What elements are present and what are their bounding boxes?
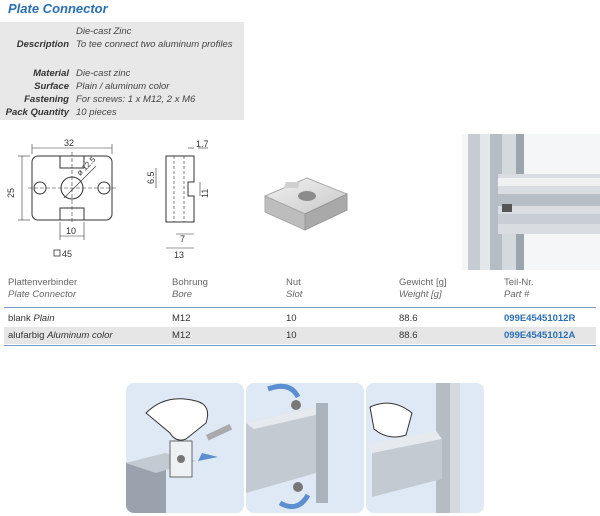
spec-label: Fastening	[24, 94, 69, 105]
table-divider	[4, 307, 596, 308]
profile-assembly-image	[462, 134, 600, 270]
dim-square: 45	[62, 249, 72, 259]
dim-inner: 10	[66, 226, 76, 236]
spec-value: Die-cast Zinc	[76, 26, 132, 37]
dim-side-c: 7	[180, 234, 185, 244]
col-header-weight: Gewicht [g] Weight [g]	[399, 277, 447, 301]
header-de: Teil-Nr.	[504, 277, 534, 288]
insert-illustration	[126, 383, 244, 513]
spec-label: Description	[16, 39, 69, 50]
row-part-number[interactable]: 099E45451012A	[504, 330, 576, 341]
dim-side-d: 13	[174, 250, 184, 260]
row-weight: 88.6	[399, 313, 418, 324]
spec-label: Surface	[34, 81, 69, 92]
dim-diameter: ø 12.5	[75, 155, 98, 178]
row-type-en: Plain	[33, 313, 55, 324]
header-de: Plattenverbinder	[8, 277, 78, 288]
spec-value: 10 pieces	[76, 107, 117, 118]
table-row: blank Plain M12 10 88.6 099E45451012R	[4, 310, 596, 327]
col-header-bore: Bohrung Bore	[172, 277, 208, 301]
header-en: Bore	[172, 289, 193, 300]
header-en: Weight [g]	[399, 289, 442, 300]
dim-height: 25	[6, 188, 16, 198]
spec-value: Die-cast zinc	[76, 68, 131, 79]
dim-side-b: 11	[200, 189, 210, 198]
instruction-step-finish	[366, 383, 484, 513]
col-header-type: Plattenverbinder Plate Connector	[8, 277, 77, 301]
row-bore: M12	[172, 330, 191, 341]
connector-product-image	[263, 177, 349, 231]
header-de: Bohrung	[172, 277, 208, 288]
header-de: Gewicht [g]	[399, 277, 447, 288]
dim-width: 32	[64, 138, 74, 148]
row-slot: 10	[286, 313, 297, 324]
row-type-de: blank	[8, 313, 31, 324]
row-type: alufarbig Aluminum color	[8, 330, 113, 341]
dim-side-a: 6.5	[146, 171, 156, 184]
header-en: Part #	[504, 289, 530, 300]
header-en: Plate Connector	[8, 289, 77, 300]
spec-value: For screws: 1 x M12, 2 x M6	[76, 94, 196, 105]
spec-value: Plain / aluminum color	[76, 81, 170, 92]
row-type: blank Plain	[8, 313, 54, 324]
header-de: Nut	[286, 277, 301, 288]
spec-label: Pack Quantity	[5, 107, 69, 118]
dim-thickness-top: 1.7	[196, 139, 209, 149]
page-title: Plate Connector	[8, 1, 108, 16]
row-type-de: alufarbig	[8, 330, 45, 341]
instruction-step-rotate	[246, 383, 364, 513]
table-divider	[4, 345, 596, 346]
row-type-en: Aluminum color	[47, 330, 113, 341]
finish-illustration	[366, 383, 484, 513]
spec-panel: Die-cast Zinc Description To tee connect…	[0, 22, 244, 120]
side-view-drawing: 1.7 6.5 11 7 13	[146, 139, 210, 260]
row-slot: 10	[286, 330, 297, 341]
header-en: Slot	[286, 289, 303, 300]
table-row: alufarbig Aluminum color M12 10 88.6 099…	[4, 327, 596, 344]
row-part-number[interactable]: 099E45451012R	[504, 313, 576, 324]
spec-label: Material	[33, 68, 69, 79]
row-weight: 88.6	[399, 330, 418, 341]
front-view-drawing: 32 25 ø 12.5 10 45	[6, 138, 116, 259]
spec-value: To tee connect two aluminum profiles	[76, 39, 233, 50]
rotate-illustration	[246, 383, 364, 513]
instruction-step-insert	[126, 383, 244, 513]
col-header-part: Teil-Nr. Part #	[504, 277, 534, 301]
row-bore: M12	[172, 313, 191, 324]
col-header-slot: Nut Slot	[286, 277, 302, 301]
